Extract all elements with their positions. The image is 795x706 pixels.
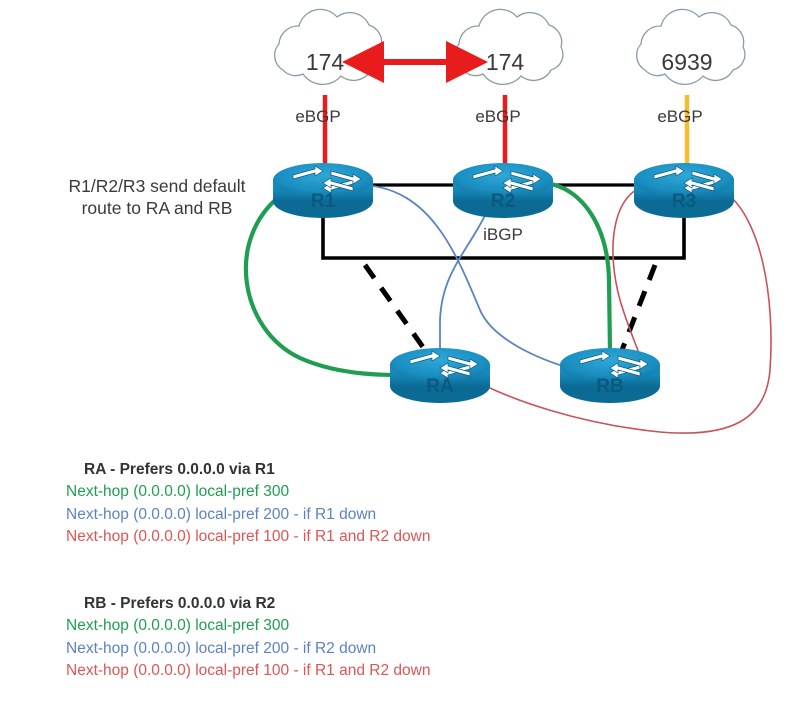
path-green-r2-rb: [544, 180, 613, 353]
path-blue-r2-ra: [439, 204, 491, 352]
router-label: R3: [672, 191, 696, 212]
cloud-as-174-left: 174: [274, 8, 384, 86]
path-green-r1-ra: [243, 194, 416, 377]
legend-ra: RA - Prefers 0.0.0.0 via R1 Next-hop (0.…: [0, 459, 795, 549]
access-link-ra: [362, 263, 428, 352]
router-r2[interactable]: R2: [452, 162, 554, 219]
ebgp-label-r3: eBGP: [657, 107, 702, 126]
legend-ra-line-red: Next-hop (0.0.0.0) local-pref 100 - if R…: [66, 528, 431, 545]
legend-rb-title: RB - Prefers 0.0.0.0 via R2: [84, 595, 276, 612]
legend-rb: RB - Prefers 0.0.0.0 via R2 Next-hop (0.…: [0, 593, 795, 683]
legend-rb-line-blue: Next-hop (0.0.0.0) local-pref 200 - if R…: [66, 639, 377, 657]
access-link-rb: [619, 264, 658, 351]
router-r1[interactable]: R1: [272, 162, 374, 219]
ebgp-label-r1: eBGP: [295, 107, 340, 126]
router-label: R1: [311, 191, 336, 212]
legend-rb-line-red: Next-hop (0.0.0.0) local-pref 100 - if R…: [66, 662, 431, 679]
path-red-r3-ra: [469, 189, 772, 434]
cloud-label: 174: [306, 49, 345, 75]
router-rb[interactable]: RB: [559, 347, 661, 404]
router-label: R2: [491, 191, 515, 212]
annotation-line-2: route to RA and RB: [82, 198, 233, 218]
legend-ra-title: RA - Prefers 0.0.0.0 via R1: [84, 461, 275, 478]
router-label: RA: [426, 376, 454, 397]
router-label: RB: [596, 376, 623, 397]
cloud-label: 6939: [661, 49, 712, 75]
cloud-as-6939: 6939: [636, 8, 746, 86]
ebgp-label-r2: eBGP: [475, 107, 520, 126]
router-r3[interactable]: R3: [633, 162, 735, 219]
cloud-as-174-right: 174: [454, 8, 564, 86]
legend-rb-line-green: Next-hop (0.0.0.0) local-pref 300: [66, 617, 290, 634]
cloud-label: 174: [486, 49, 525, 75]
ibgp-backbone-bus: [321, 200, 686, 260]
ibgp-label: iBGP: [483, 225, 523, 244]
annotation-line-1: R1/R2/R3 send default: [68, 176, 245, 196]
router-ra[interactable]: RA: [389, 347, 491, 404]
legend-ra-line-green: Next-hop (0.0.0.0) local-pref 300: [66, 483, 290, 500]
legend-ra-line-blue: Next-hop (0.0.0.0) local-pref 200 - if R…: [66, 505, 377, 523]
path-blue-r1-rb: [364, 184, 589, 373]
